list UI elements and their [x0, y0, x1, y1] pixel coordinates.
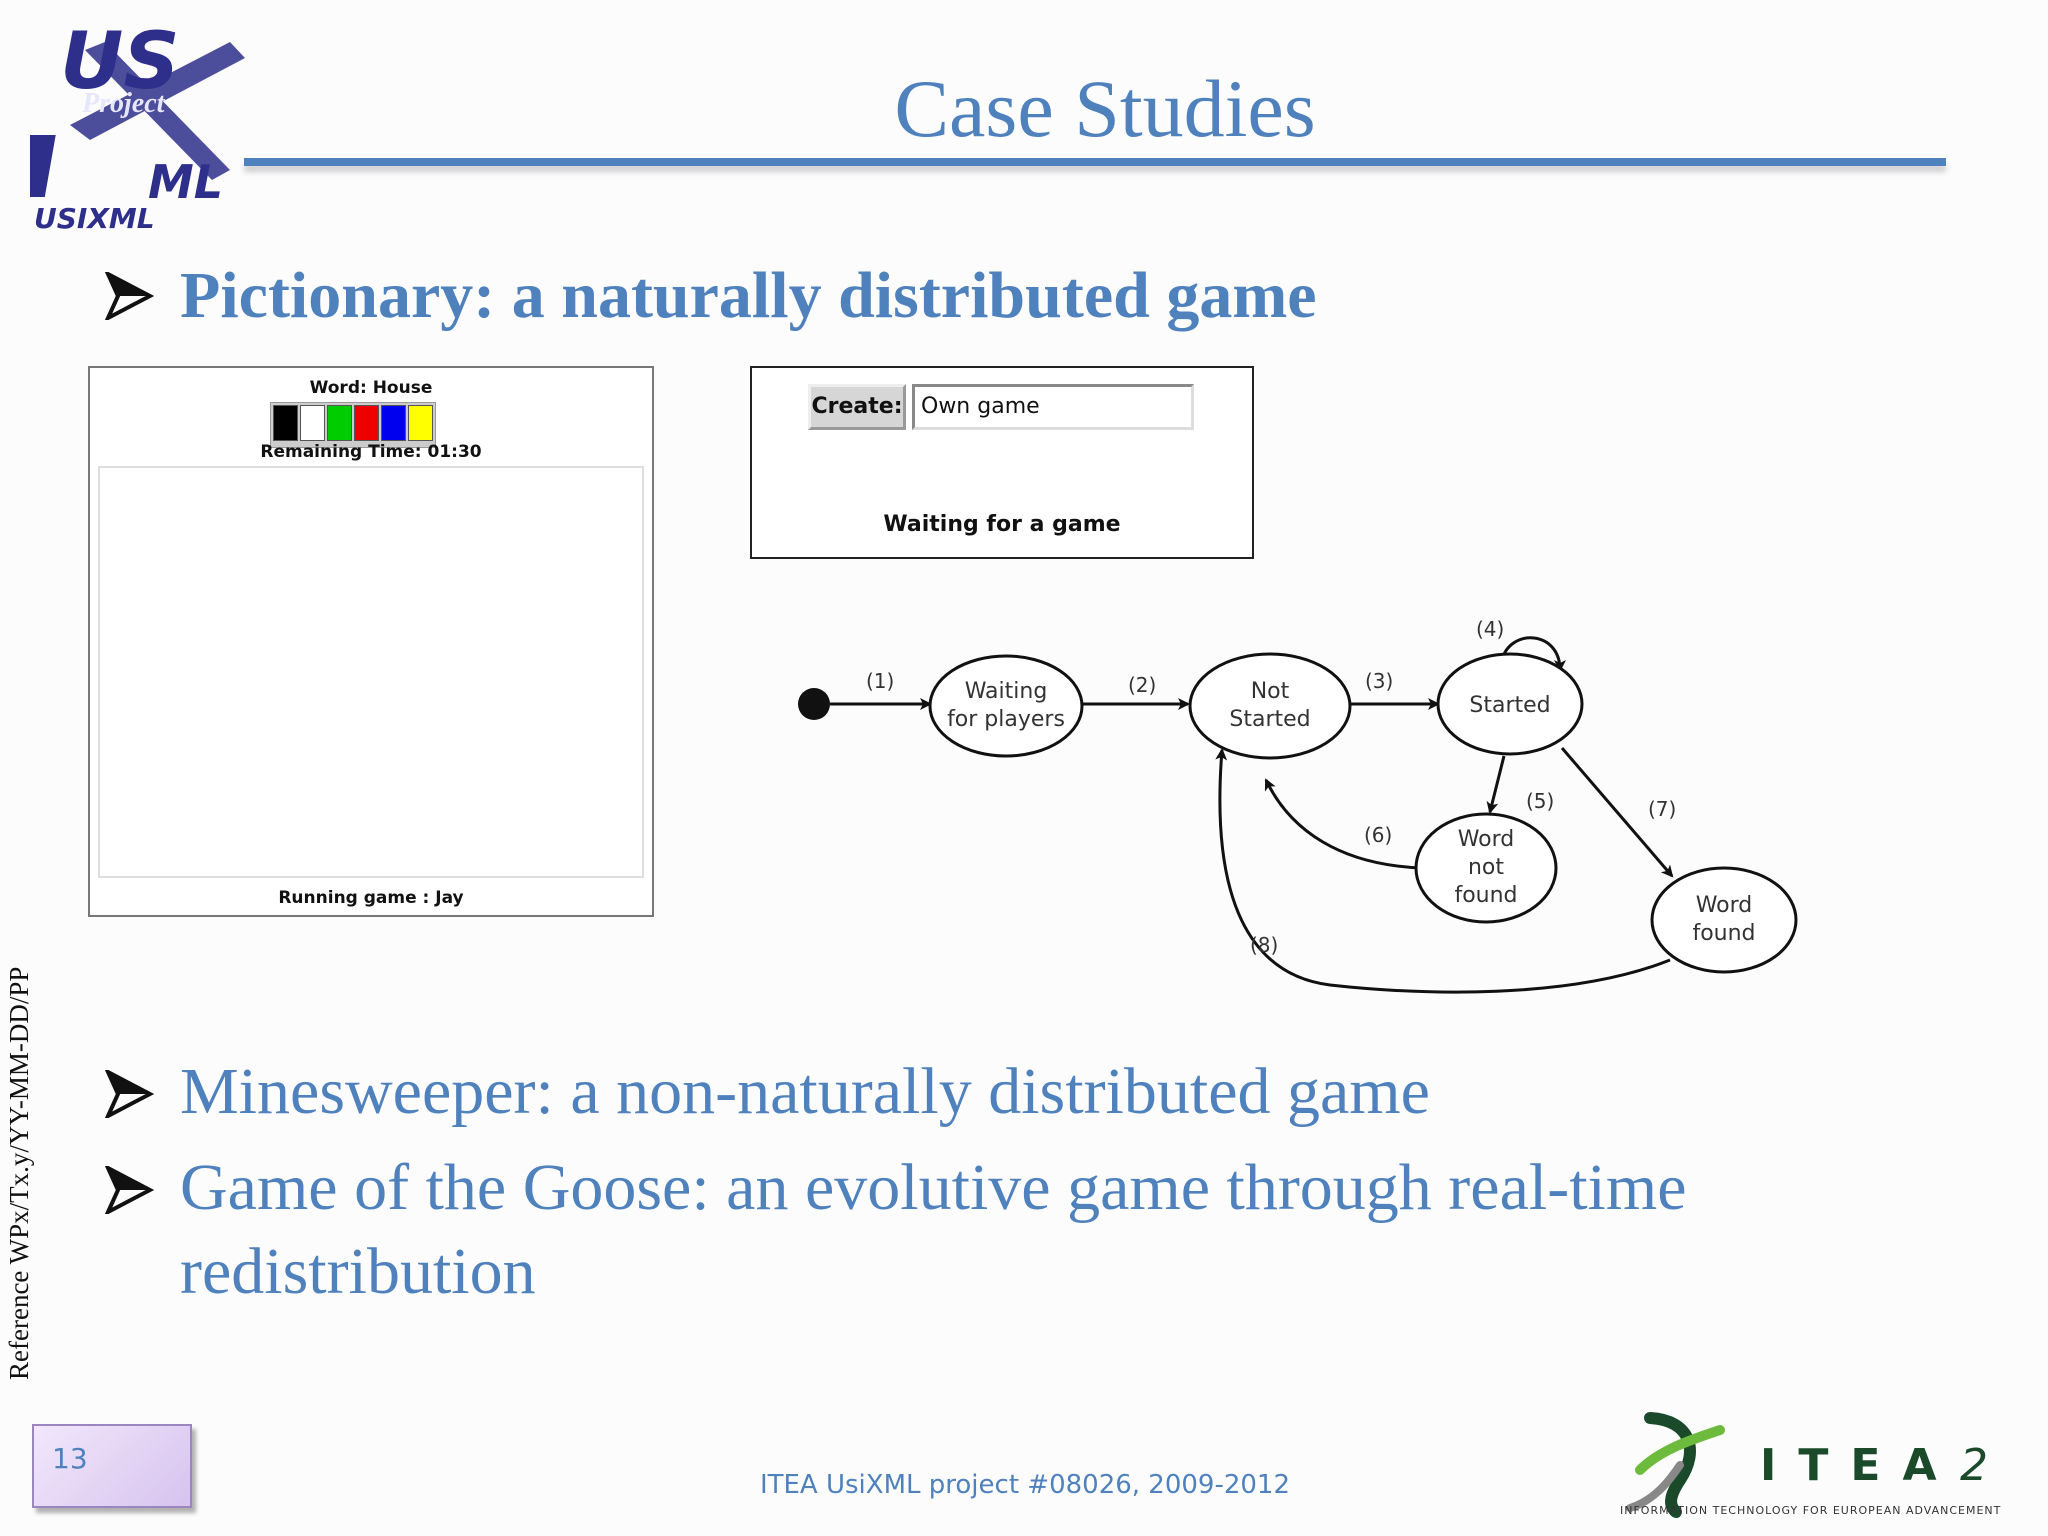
pictionary-drawing-window: Word: House Remaining Time: 01:30 Runnin…	[88, 366, 654, 917]
bullet-item: Game of the Goose: an evolutive game thr…	[104, 1146, 1880, 1314]
state-label: Not	[1251, 679, 1290, 704]
state-label: Word	[1458, 827, 1515, 852]
state-label: for players	[947, 707, 1065, 732]
waiting-status: Waiting for a game	[883, 512, 1121, 537]
page-number: 13	[32, 1424, 192, 1508]
logo-usixml-text: USIXML	[34, 202, 155, 230]
remaining-time-label: Remaining Time: 01:30	[260, 442, 482, 462]
running-game-label: Running game : Jay	[278, 888, 464, 908]
state-label: Started	[1229, 707, 1310, 732]
logo-project-text: Project	[81, 88, 166, 119]
transition-6	[1264, 778, 1423, 870]
color-palette	[270, 402, 436, 448]
usixml-logo: US Project ML USIXML	[30, 20, 245, 230]
color-swatch[interactable]	[300, 405, 325, 441]
state-word-not-found	[1414, 812, 1558, 924]
state-word-found	[1650, 866, 1798, 974]
state-not-started	[1188, 652, 1352, 760]
state-label: Waiting	[965, 679, 1048, 704]
bullet-text: Minesweeper: a non-naturally distributed…	[180, 1055, 1430, 1128]
transition-label: (1)	[866, 669, 894, 693]
itea-name: ITEA	[1760, 1440, 1959, 1491]
state-started	[1436, 652, 1584, 756]
state-label: found	[1692, 921, 1755, 946]
color-swatch[interactable]	[273, 405, 298, 441]
color-swatch[interactable]	[381, 405, 406, 441]
itea-swoosh-dark	[1644, 1412, 1696, 1518]
state-label: Started	[1469, 693, 1550, 718]
drawing-canvas[interactable]	[98, 466, 644, 878]
itea-swoosh-green	[1635, 1425, 1725, 1475]
slide-title: Case Studies	[894, 63, 1316, 154]
color-swatch[interactable]	[327, 405, 352, 441]
transition-label: (5)	[1526, 789, 1554, 813]
bullet-text: Pictionary: a naturally distributed game	[180, 259, 1317, 332]
initial-state-dot	[798, 688, 830, 720]
arrow-bullet-icon	[104, 272, 154, 320]
state-label: found	[1454, 883, 1517, 908]
transition-label: (8)	[1250, 933, 1278, 957]
arrow-bullet-icon	[104, 1070, 154, 1118]
itea-swoosh-grey	[1626, 1461, 1684, 1512]
color-swatch[interactable]	[354, 405, 379, 441]
logo-ml-text: ML	[148, 155, 223, 209]
transition-label: (4)	[1476, 617, 1504, 641]
logo-i-bar	[30, 135, 56, 197]
game-state-diagram: Waiting for players Not Started Started …	[798, 617, 1798, 994]
transition-label: (2)	[1128, 673, 1156, 697]
bullet-item: Pictionary: a naturally distributed game	[104, 256, 1317, 336]
state-label: Word	[1696, 893, 1753, 918]
color-swatch[interactable]	[408, 405, 433, 441]
word-label: Word: House	[309, 378, 433, 398]
itea-tagline: INFORMATION TECHNOLOGY FOR EUROPEAN ADVA…	[1620, 1504, 2001, 1517]
bullet-item: Minesweeper: a non-naturally distributed…	[104, 1050, 1880, 1134]
transition-4	[1500, 636, 1566, 672]
transition-label: (6)	[1364, 823, 1392, 847]
side-reference: Reference WPx/Tx.y/YY-MM-DD/PP	[4, 966, 34, 1380]
transition-label: (7)	[1648, 797, 1676, 821]
footer-text: ITEA UsiXML project #08026, 2009-2012	[759, 1470, 1291, 1500]
state-waiting-for-players	[928, 654, 1084, 758]
transition-label: (3)	[1365, 669, 1393, 693]
transition-8	[1215, 748, 1671, 994]
bullet-text: Game of the Goose: an evolutive game thr…	[180, 1151, 1687, 1308]
title-divider	[244, 158, 1946, 166]
arrow-bullet-icon	[104, 1166, 154, 1214]
itea2-logo: ITEA 2 INFORMATION TECHNOLOGY FOR EUROPE…	[1620, 1412, 2001, 1518]
logo-x-mark	[70, 42, 245, 180]
create-game-window: Create: Own game Waiting for a game	[750, 366, 1254, 559]
create-button[interactable]: Create:	[808, 384, 906, 430]
itea-number: 2	[1960, 1440, 1988, 1491]
transition-5	[1486, 755, 1506, 814]
state-label: not	[1468, 855, 1504, 880]
transition-7	[1560, 747, 1674, 878]
game-name-input[interactable]: Own game	[912, 384, 1194, 430]
